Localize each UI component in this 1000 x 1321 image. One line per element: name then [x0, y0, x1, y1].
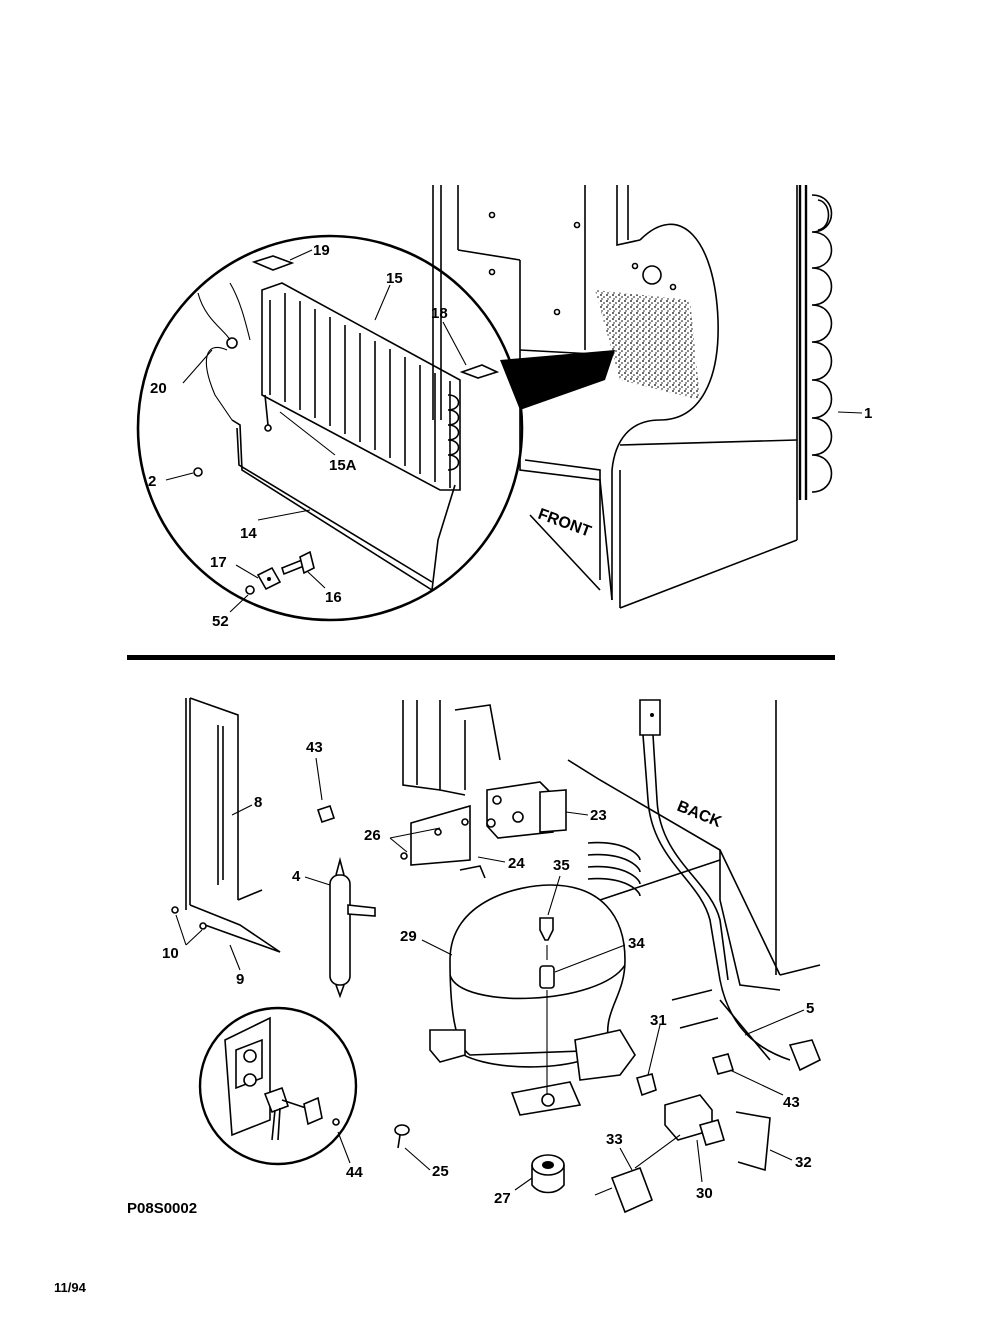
detail-circle: [136, 234, 524, 622]
callout-15: 15: [386, 270, 403, 287]
label-back: BACK: [675, 798, 725, 831]
cabinet-body: [432, 185, 798, 609]
clip-43-top: [316, 804, 336, 824]
upper-assembly: [136, 185, 863, 622]
callout-23: 23: [590, 807, 607, 824]
callout-29: 29: [400, 928, 417, 945]
callout-17: 17: [210, 554, 227, 571]
screw-10b: [199, 922, 207, 930]
callout-43-top: 43: [306, 739, 323, 756]
callout-34: 34: [628, 935, 645, 952]
cover-33: [610, 1166, 654, 1214]
callout-5: 5: [806, 1000, 814, 1017]
callout-32: 32: [795, 1154, 812, 1171]
overload-31: [636, 1073, 657, 1097]
date-code: 11/94: [54, 1280, 87, 1295]
detail-projection: [500, 350, 615, 410]
callout-44: 44: [346, 1164, 363, 1181]
callout-15a: 15A: [329, 457, 357, 474]
label-front: FRONT: [536, 506, 594, 541]
callout-1: 1: [864, 405, 872, 422]
callout-16: 16: [325, 589, 342, 606]
callout-18: 18: [431, 305, 448, 322]
callout-31: 31: [650, 1012, 667, 1029]
callout-35: 35: [553, 857, 570, 874]
screw-35: [539, 917, 554, 941]
callout-4: 4: [292, 868, 301, 885]
callout-25: 25: [432, 1163, 449, 1180]
callout-30: 30: [696, 1185, 713, 1202]
callout-24: 24: [508, 855, 525, 872]
callout-26: 26: [364, 827, 381, 844]
clip-43-bottom: [711, 1053, 735, 1075]
wing-screw-25: [394, 1124, 410, 1149]
section-divider: [127, 655, 835, 660]
callout-8: 8: [254, 794, 262, 811]
callout-9: 9: [236, 971, 244, 988]
callout-27: 27: [494, 1190, 511, 1207]
callout-10: 10: [162, 945, 179, 962]
callout-19: 19: [313, 242, 330, 259]
callout-14: 14: [240, 525, 257, 542]
wire-32: [735, 1111, 771, 1172]
callout-43-bottom: 43: [783, 1094, 800, 1111]
screw-10a: [171, 906, 179, 914]
compressor-29: [429, 865, 636, 1116]
callout-52: 52: [212, 613, 229, 630]
power-cord: [639, 699, 822, 1072]
spacer-34: [539, 965, 555, 989]
thermostat: [226, 337, 238, 349]
bracket-8: [185, 697, 281, 953]
condenser-coil: [798, 185, 833, 500]
grommet-27: [531, 1154, 565, 1194]
callout-33: 33: [606, 1131, 623, 1148]
relay-30: [664, 1094, 726, 1146]
lower-assembly: [171, 697, 822, 1214]
pad-19: [251, 255, 295, 271]
cabinet-back: [402, 700, 821, 991]
callout-20: 20: [150, 380, 167, 397]
evaporator: [261, 282, 461, 491]
drain-tube: [231, 419, 456, 592]
screw-2: [193, 467, 203, 477]
callout-2: 2: [148, 473, 156, 490]
pad-18: [459, 364, 500, 379]
filter-drier-4: [329, 856, 376, 999]
washer-52: [245, 585, 255, 595]
relay-assembly-23: [400, 781, 567, 866]
outlet-detail-44: [198, 1006, 358, 1166]
drawing-code: P08S0002: [127, 1200, 197, 1217]
